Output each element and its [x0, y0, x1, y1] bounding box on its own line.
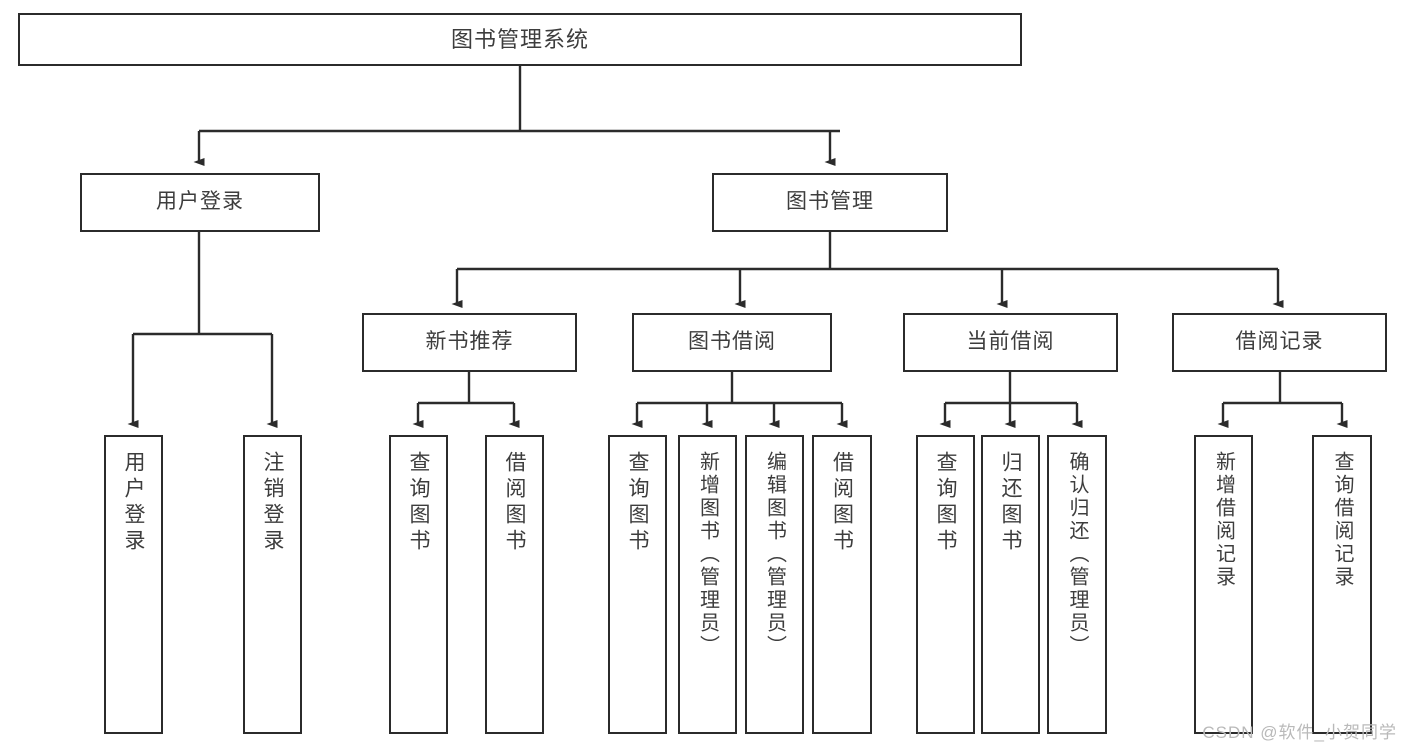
- node-label: 查询图书: [934, 451, 957, 555]
- leaf-newbook-query-book[interactable]: 查询图书: [389, 435, 448, 734]
- node-label: 注销登录: [261, 451, 284, 555]
- node-label: 新增图书（管理员）: [696, 451, 719, 658]
- node-root-system[interactable]: 图书管理系统: [18, 13, 1022, 66]
- leaf-current-return-book[interactable]: 归还图书: [981, 435, 1040, 734]
- watermark: CSDN @软件_小贺同学: [1202, 723, 1397, 742]
- leaf-newbook-borrow-book[interactable]: 借阅图书: [485, 435, 544, 734]
- node-label: 图书管理: [786, 190, 874, 214]
- node-label: 编辑图书（管理员）: [763, 451, 786, 658]
- node-label: 新书推荐: [425, 330, 514, 354]
- node-label: 用户登录: [156, 190, 244, 214]
- leaf-user-logout[interactable]: 注销登录: [243, 435, 302, 734]
- node-label: 查询图书: [626, 451, 649, 555]
- leaf-record-add-record[interactable]: 新增借阅记录: [1194, 435, 1253, 734]
- node-label: 借阅图书: [830, 451, 854, 555]
- node-label: 图书管理系统: [450, 26, 589, 52]
- leaf-record-query-record[interactable]: 查询借阅记录: [1312, 435, 1372, 734]
- node-label: 新增借阅记录: [1212, 451, 1235, 589]
- node-label: 归还图书: [999, 451, 1022, 555]
- node-label: 查询借阅记录: [1331, 451, 1353, 589]
- node-user-login[interactable]: 用户登录: [80, 173, 320, 232]
- node-label: 确认归还（管理员）: [1066, 451, 1088, 658]
- node-label: 借阅记录: [1235, 330, 1324, 354]
- leaf-borrow-add-book[interactable]: 新增图书（管理员）: [678, 435, 737, 734]
- node-label: 用户登录: [122, 451, 145, 555]
- leaf-borrow-query-book[interactable]: 查询图书: [608, 435, 667, 734]
- leaf-current-query-book[interactable]: 查询图书: [916, 435, 975, 734]
- leaf-borrow-lend-book[interactable]: 借阅图书: [812, 435, 872, 734]
- node-new-book-recommend[interactable]: 新书推荐: [362, 313, 577, 372]
- leaf-current-confirm-return[interactable]: 确认归还（管理员）: [1047, 435, 1107, 734]
- leaf-borrow-edit-book[interactable]: 编辑图书（管理员）: [745, 435, 804, 734]
- node-label: 借阅图书: [503, 451, 526, 555]
- node-borrow-record[interactable]: 借阅记录: [1172, 313, 1387, 372]
- node-label: 图书借阅: [688, 330, 776, 354]
- node-label: 查询图书: [407, 451, 430, 555]
- node-book-management[interactable]: 图书管理: [712, 173, 948, 232]
- node-label: 当前借阅: [966, 330, 1055, 354]
- leaf-user-login[interactable]: 用户登录: [104, 435, 163, 734]
- node-current-borrow[interactable]: 当前借阅: [903, 313, 1118, 372]
- node-book-borrow[interactable]: 图书借阅: [632, 313, 832, 372]
